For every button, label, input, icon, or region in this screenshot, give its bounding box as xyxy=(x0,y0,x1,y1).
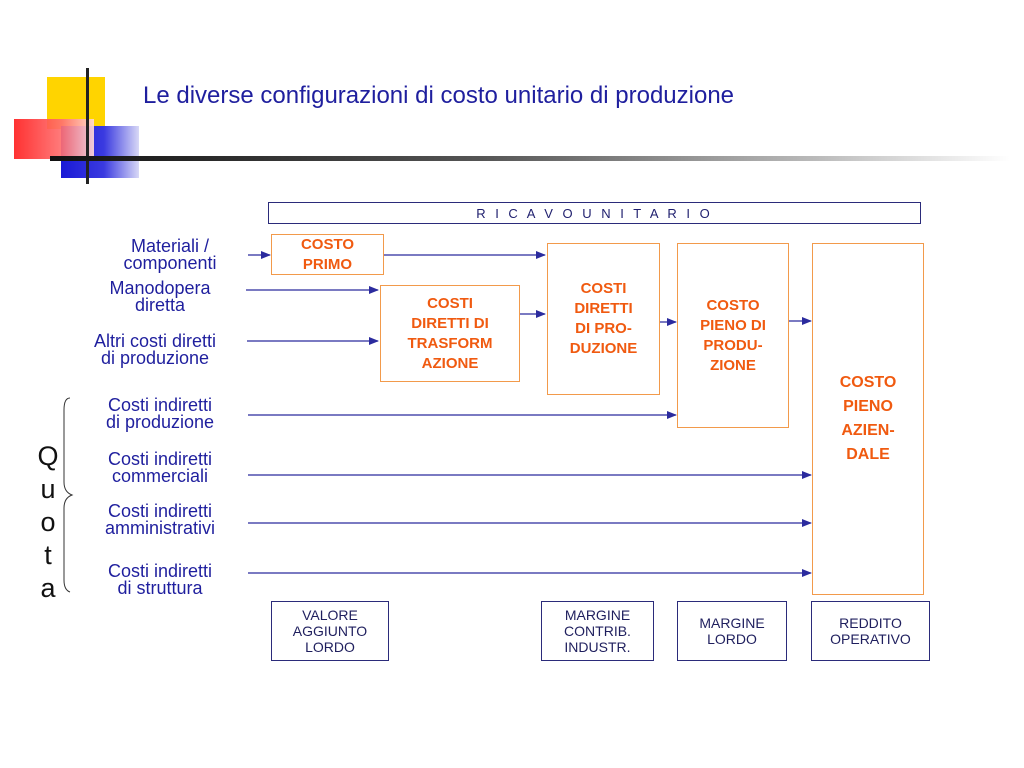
ricavo-unitario-bar: R I C A V O U N I T A R I O xyxy=(268,202,921,224)
decor-vertical-line xyxy=(86,68,89,184)
page-title: Le diverse configurazioni di costo unita… xyxy=(143,82,735,109)
label-materiali: Materiali /componenti xyxy=(123,236,217,273)
title-underline xyxy=(50,156,1010,161)
decor-red-square xyxy=(14,119,94,159)
